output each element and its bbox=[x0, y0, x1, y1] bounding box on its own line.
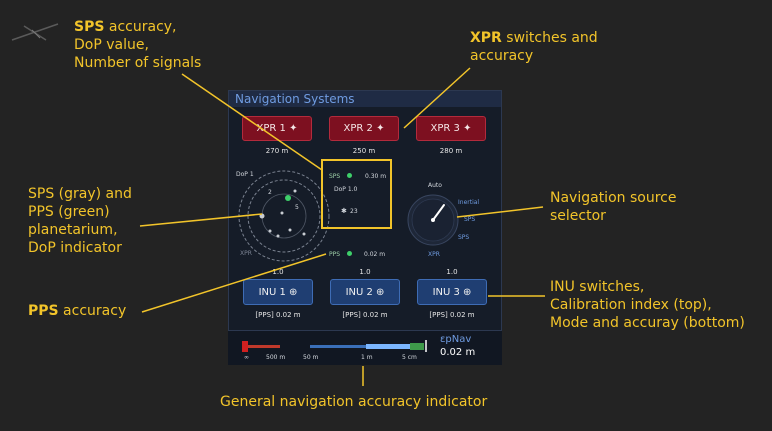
sps-status-dot bbox=[347, 173, 352, 178]
xpr-2-button[interactable]: XPR 2 ✦ bbox=[329, 116, 399, 141]
inu-2-calibration: 1.0 bbox=[359, 268, 371, 276]
selector-label-sps: SPS bbox=[464, 216, 476, 223]
callout-nav-source: Navigation source selector bbox=[550, 190, 677, 224]
accuracy-scale bbox=[242, 340, 427, 352]
sps-satellite bbox=[268, 229, 272, 233]
callout-xpr: XPR switches and accuracy bbox=[470, 30, 598, 64]
inu-1-calibration: 1.0 bbox=[272, 268, 284, 276]
sps-accuracy: 0.30 m bbox=[365, 173, 387, 180]
sps-highlight-box bbox=[321, 159, 392, 229]
sps-signal-count: 23 bbox=[350, 208, 358, 215]
planetarium-bottom-label: XPR bbox=[240, 250, 252, 257]
accuracy-tick: 5 cm bbox=[402, 354, 417, 361]
callout-sps: SPS accuracy, DoP value, Number of signa… bbox=[74, 19, 202, 71]
inu-3-button[interactable]: INU 3 ⊕ bbox=[417, 279, 487, 305]
accuracy-tick: 1 m bbox=[361, 354, 373, 361]
pps-satellite bbox=[285, 195, 291, 201]
xpr-3-button[interactable]: XPR 3 ✦ bbox=[416, 116, 486, 141]
satellite-icon: ✦ bbox=[463, 123, 472, 134]
selector-label-xpr: XPR bbox=[428, 251, 440, 258]
sps-label: SPS bbox=[329, 173, 341, 180]
panel-title: Navigation Systems bbox=[229, 91, 501, 107]
gyroscope-icon: ⊕ bbox=[463, 287, 472, 298]
satellite-icon: ✦ bbox=[376, 123, 385, 134]
sps-satellite bbox=[302, 232, 306, 236]
callout-general-accuracy: General navigation accuracy indicator bbox=[220, 394, 488, 410]
pps-label: PPS bbox=[329, 251, 341, 258]
inu-2-mode-accuracy: [PPS] 0.02 m bbox=[342, 311, 388, 319]
inu-3-mode-accuracy: [PPS] 0.02 m bbox=[429, 311, 475, 319]
selector-label-auto: Auto bbox=[428, 182, 442, 189]
satellite-number: 2 bbox=[268, 189, 272, 196]
callout-planetarium: SPS (gray) and PPS (green) planetarium, … bbox=[28, 186, 132, 256]
xpr-3-accuracy: 280 m bbox=[439, 147, 463, 155]
sps-satellite bbox=[288, 228, 292, 232]
accuracy-tick: ∞ bbox=[244, 354, 249, 361]
callout-inu: INU switches, Calibration index (top), M… bbox=[550, 279, 745, 331]
callout-pps: PPS accuracy bbox=[28, 303, 127, 319]
xpr-1-button[interactable]: XPR 1 ✦ bbox=[242, 116, 312, 141]
selector-label-inertial: Inertial bbox=[458, 199, 480, 206]
xpr-2-accuracy: 250 m bbox=[352, 147, 376, 155]
accuracy-tick: 50 m bbox=[303, 354, 319, 361]
sps-satellite bbox=[280, 211, 284, 215]
selector-label-sps-2: SPS bbox=[458, 234, 470, 241]
navigation-source-selector[interactable] bbox=[406, 193, 460, 247]
sps-satellite bbox=[293, 189, 297, 193]
accuracy-tick: 500 m bbox=[266, 354, 286, 361]
pps-status-dot bbox=[347, 251, 352, 256]
xpr-1-accuracy: 270 m bbox=[265, 147, 289, 155]
pps-accuracy: 0.02 m bbox=[364, 251, 386, 258]
sps-satellite bbox=[259, 213, 265, 219]
signal-icon: ✱ bbox=[341, 207, 347, 215]
dop-indicator-label: DoP 1 bbox=[236, 171, 254, 178]
inu-1-mode-accuracy: [PPS] 0.02 m bbox=[255, 311, 301, 319]
sps-dop: DoP 1.0 bbox=[334, 186, 358, 193]
inu-2-button[interactable]: INU 2 ⊕ bbox=[330, 279, 400, 305]
inu-3-calibration: 1.0 bbox=[446, 268, 458, 276]
accuracy-value: 0.02 m bbox=[440, 347, 476, 358]
accuracy-name: εpNav bbox=[440, 334, 472, 345]
satellite-number: 5 bbox=[295, 204, 299, 211]
gyroscope-icon: ⊕ bbox=[289, 287, 298, 298]
gyroscope-icon: ⊕ bbox=[376, 287, 385, 298]
satellite-icon: ✦ bbox=[289, 123, 298, 134]
sps-satellite bbox=[276, 234, 280, 238]
inu-1-button[interactable]: INU 1 ⊕ bbox=[243, 279, 313, 305]
aircraft-icon bbox=[11, 23, 59, 41]
